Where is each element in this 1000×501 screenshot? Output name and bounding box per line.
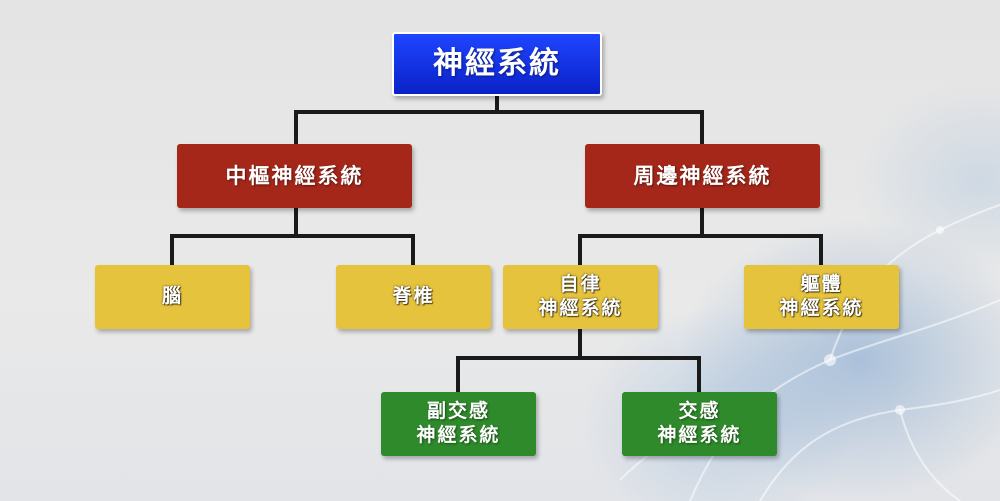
connector-root-branch — [294, 110, 704, 146]
node-label: 脊椎 — [392, 285, 435, 308]
node-label-line-1: 自律 — [559, 273, 602, 296]
node-label-line-2: 神經系統 — [416, 424, 501, 446]
node-autonomic-nervous-system: 自律 神經系統 — [503, 265, 658, 329]
node-spine: 脊椎 — [336, 265, 491, 329]
node-brain: 腦 — [95, 265, 250, 329]
connector-central-branch — [170, 234, 415, 267]
node-central-nervous-system: 中樞神經系統 — [177, 144, 412, 208]
connector-peripheral-branch — [578, 234, 823, 267]
node-label-line-2: 神經系統 — [779, 297, 864, 319]
node-somatic-nervous-system: 軀體 神經系統 — [744, 265, 899, 329]
node-label: 神經系統 — [433, 46, 561, 82]
node-label: 中樞神經系統 — [225, 163, 364, 188]
node-label-line-1: 副交感 — [426, 400, 490, 423]
node-peripheral-nervous-system: 周邊神經系統 — [585, 144, 820, 208]
node-label-line-1: 軀體 — [800, 273, 843, 296]
node-label: 周邊神經系統 — [633, 163, 772, 188]
connector-autonomic-branch — [456, 356, 701, 394]
node-label-line-1: 交感 — [678, 400, 721, 423]
node-parasympathetic-nervous-system: 副交感 神經系統 — [381, 392, 536, 456]
node-nervous-system: 神經系統 — [392, 32, 602, 96]
node-sympathetic-nervous-system: 交感 神經系統 — [622, 392, 777, 456]
node-label-line-2: 神經系統 — [657, 424, 742, 446]
node-label: 腦 — [161, 285, 183, 308]
node-label-line-2: 神經系統 — [538, 297, 623, 319]
